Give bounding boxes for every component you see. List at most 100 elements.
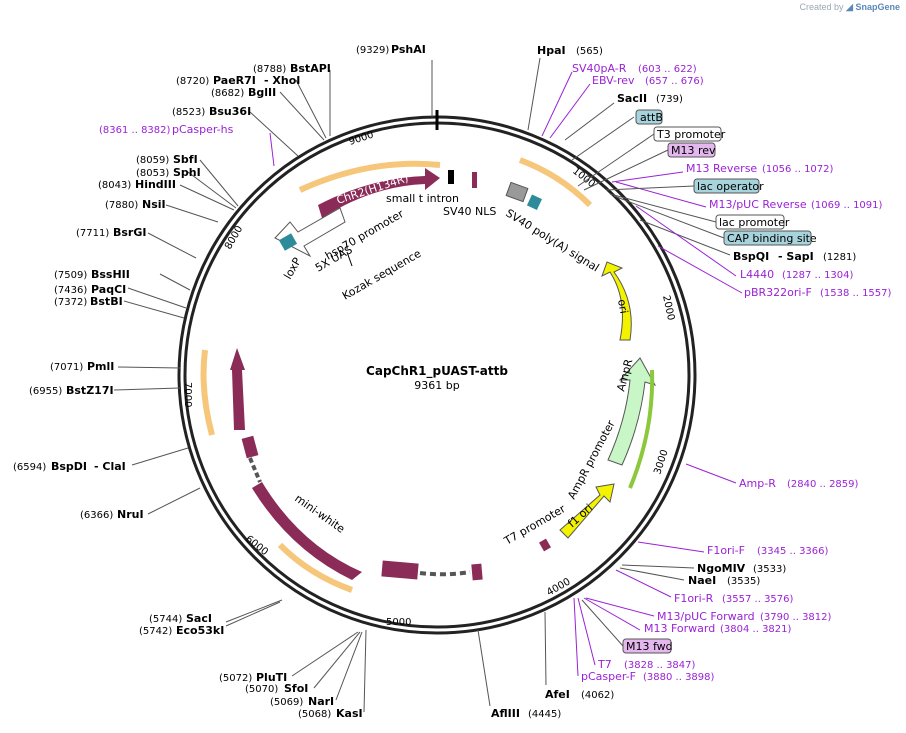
afei[interactable]: AfeI xyxy=(545,688,570,701)
kasi[interactable]: KasI xyxy=(336,707,363,720)
primer-m13-forward[interactable]: M13 Forward xyxy=(644,622,715,635)
primer-t7[interactable]: T7 xyxy=(597,658,612,671)
attb-box[interactable] xyxy=(635,109,663,125)
sbfi[interactable]: SbfI xyxy=(173,153,198,166)
pmli[interactable]: PmlI xyxy=(87,360,114,373)
paqci[interactable]: PaqCI xyxy=(91,283,126,296)
sfoi[interactable]: SfoI xyxy=(284,682,308,695)
nrui-pos: (6366) xyxy=(80,510,113,521)
bspdi[interactable]: BspDI xyxy=(51,460,87,473)
bstapi[interactable]: BstAPI xyxy=(290,62,331,75)
paer7i[interactable]: PaeR7I xyxy=(213,74,256,87)
chr2-arrow[interactable] xyxy=(318,168,440,218)
tick-6000: 6000 xyxy=(243,534,270,558)
sbfi-pos: (8059) xyxy=(136,155,169,166)
eco53ki-pos: (5742) xyxy=(139,626,172,637)
hindiii[interactable]: HindIII xyxy=(135,178,176,191)
mini-white-intron xyxy=(419,570,471,577)
ori-arrow[interactable] xyxy=(601,261,632,341)
t7-mark xyxy=(539,538,551,552)
tick-2000: 2000 xyxy=(660,294,676,321)
bstbi[interactable]: BstBI xyxy=(90,295,123,308)
primer-pcasper-f[interactable]: pCasper-F xyxy=(581,670,636,683)
credit-prefix: Created by xyxy=(799,2,844,12)
primer-sv40pa-r[interactable]: SV40pA-R xyxy=(572,62,627,75)
primer-m13-puc-forward[interactable]: M13/pUC Forward xyxy=(657,610,755,623)
nrui[interactable]: NruI xyxy=(117,508,144,521)
ampr-orf xyxy=(628,369,655,489)
cap-binding-site-box[interactable] xyxy=(723,230,812,246)
primer-f1ori-r[interactable]: F1ori-R xyxy=(674,592,714,605)
lac-operator-box[interactable] xyxy=(693,178,760,194)
mini-white-exon5 xyxy=(471,563,483,581)
small-t-intron-mark xyxy=(448,170,454,184)
nari[interactable]: NarI xyxy=(308,695,334,708)
pluti-pos: (5072) xyxy=(219,673,252,684)
m13-rev-box[interactable] xyxy=(667,142,716,158)
naei[interactable]: NaeI xyxy=(688,574,716,587)
bglii-pos: (8682) xyxy=(211,88,244,99)
primer-m13-puc-forward-range: (3790 .. 3812) xyxy=(760,612,832,623)
ampr-arrow[interactable] xyxy=(607,357,657,466)
primer-m13-puc-reverse[interactable]: M13/pUC Reverse xyxy=(709,198,807,211)
bspqi-pos: (1281) xyxy=(823,252,856,263)
ori-label: ori xyxy=(615,298,630,314)
bsrgi-pos: (7711) xyxy=(76,228,109,239)
primer-ebv-rev[interactable]: EBV-rev xyxy=(592,74,635,87)
eco53ki[interactable]: Eco53kI xyxy=(176,624,224,637)
afliii[interactable]: AflIII xyxy=(491,707,520,720)
bsshii[interactable]: BssHII xyxy=(91,268,130,281)
tick-3000: 3000 xyxy=(652,448,670,476)
lac-promoter-box[interactable] xyxy=(715,214,785,230)
hindiii-pos: (8043) xyxy=(98,180,131,191)
nsii[interactable]: NsiI xyxy=(142,198,166,211)
clai[interactable]: - ClaI xyxy=(94,460,126,473)
hpai-pos: (565) xyxy=(576,46,603,57)
hpai[interactable]: HpaI xyxy=(537,44,566,57)
afliii-pos: (4445) xyxy=(528,709,561,720)
sfoi-pos: (5070) xyxy=(245,684,278,695)
pshai[interactable]: PshAI xyxy=(391,43,426,56)
m13-fwd-box[interactable] xyxy=(622,638,672,654)
primer-amp-r[interactable]: Amp-R xyxy=(739,477,776,490)
mini-white-label: mini-white xyxy=(292,492,347,536)
primer-pcasper-hs[interactable]: pCasper-hs xyxy=(172,123,234,136)
bsrgi[interactable]: BsrGI xyxy=(113,226,146,239)
nari-pos: (5069) xyxy=(270,697,303,708)
bspqi[interactable]: BspQI xyxy=(733,250,769,263)
sv40-nls-mark xyxy=(472,172,477,188)
bspdi-pos: (6594) xyxy=(13,462,46,473)
m13-fwd-label: M13 fwd xyxy=(626,640,673,653)
ngomiv[interactable]: NgoMIV xyxy=(697,562,746,575)
sacii[interactable]: SacII xyxy=(617,92,647,105)
mini-white-exon2 xyxy=(241,435,259,459)
bstbi-pos: (7372) xyxy=(54,297,87,308)
uas-mark xyxy=(278,233,298,251)
primer-pbr322ori-f[interactable]: pBR322ori-F xyxy=(744,286,812,299)
primer-l4440[interactable]: L4440 xyxy=(740,268,774,281)
primer-f1ori-f[interactable]: F1ori-F xyxy=(707,544,745,557)
mini-white-exon3 xyxy=(252,482,362,580)
sv40-nls-label: SV40 NLS xyxy=(443,205,496,218)
bglii[interactable]: BglII xyxy=(248,86,276,99)
primer-m13-reverse[interactable]: M13 Reverse xyxy=(686,162,757,175)
restriction-sites: (9329) PshAI HpaI (565) SacII (739) BspQ… xyxy=(13,43,856,720)
saci[interactable]: SacI xyxy=(186,612,212,625)
primer-pcasper-f-range: (3880 .. 3898) xyxy=(643,672,715,683)
attb-label: attB xyxy=(640,111,663,124)
bsshii-pos: (7509) xyxy=(54,270,87,281)
pluti[interactable]: PluTI xyxy=(256,671,287,684)
sv40-polya-box xyxy=(505,181,529,203)
bstz17i[interactable]: BstZ17I xyxy=(66,384,114,397)
bstapi-pos: (8788) xyxy=(253,64,286,75)
sphi[interactable]: SphI xyxy=(173,166,201,179)
t3-promoter-box[interactable] xyxy=(653,126,722,142)
sapi[interactable]: - SapI xyxy=(778,250,814,263)
bsu36i[interactable]: Bsu36I xyxy=(209,105,251,118)
xhoi[interactable]: - XhoI xyxy=(264,74,300,87)
mini-white-dash xyxy=(248,457,262,483)
credit-brand: SnapGene xyxy=(855,2,900,12)
f1-ori-arrow[interactable] xyxy=(559,483,615,539)
primer-m13-reverse-range: (1056 .. 1072) xyxy=(762,164,834,175)
